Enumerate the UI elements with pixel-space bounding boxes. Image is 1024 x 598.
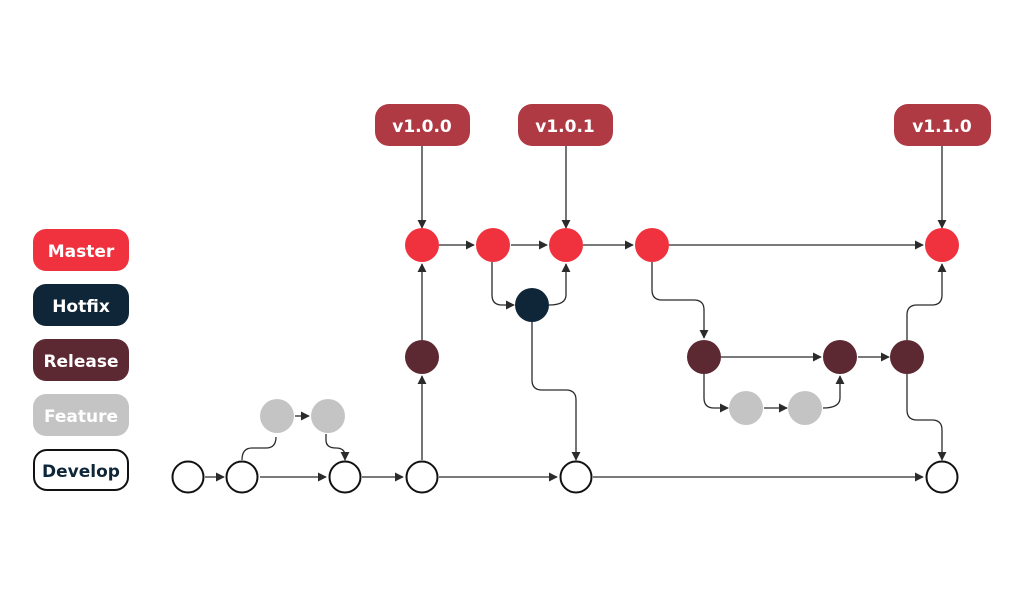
hotfix-commit bbox=[515, 288, 549, 322]
legend-feature-pill bbox=[33, 394, 129, 436]
release-commit bbox=[405, 340, 439, 374]
edge-master-to-hotfix bbox=[491, 262, 515, 310]
tag-v1-0-0-label: v1.0.0 bbox=[392, 117, 452, 137]
release-commit bbox=[823, 340, 857, 374]
legend-feature-label: Feature bbox=[44, 407, 118, 427]
legend-release-pill bbox=[33, 339, 129, 381]
legend-item-feature: Feature bbox=[33, 394, 129, 436]
tag-v1-0-1-pill bbox=[518, 104, 613, 146]
feature-commit bbox=[788, 391, 822, 425]
tag-v1-0-0-pill bbox=[375, 104, 470, 146]
legend-hotfix-label: Hotfix bbox=[52, 297, 110, 317]
master-commit bbox=[925, 228, 959, 262]
legend-item-master: Master bbox=[33, 229, 129, 271]
edge-release-2-to-feature bbox=[703, 374, 729, 413]
develop-commit bbox=[225, 460, 259, 494]
edge-feature-to-release-3 bbox=[822, 375, 845, 409]
edges bbox=[205, 146, 947, 482]
release-commit bbox=[687, 340, 721, 374]
edge-hotfix-to-develop bbox=[531, 322, 581, 461]
tag-v1-0-1-label: v1.0.1 bbox=[535, 117, 594, 137]
develop-commit bbox=[925, 460, 959, 494]
master-commit bbox=[476, 228, 510, 262]
master-commit bbox=[635, 228, 669, 262]
edge-feature-to-develop bbox=[325, 434, 350, 461]
legend: Master Hotfix Release Feature Develop bbox=[33, 229, 129, 491]
develop-commit bbox=[171, 460, 205, 494]
edge-release-4-to-master bbox=[906, 263, 947, 340]
develop-commit bbox=[559, 460, 593, 494]
legend-item-develop: Develop bbox=[33, 449, 129, 491]
feature-commit bbox=[260, 399, 294, 433]
nodes bbox=[171, 228, 959, 494]
legend-item-release: Release bbox=[33, 339, 129, 381]
legend-master-label: Master bbox=[48, 242, 115, 262]
master-commit bbox=[405, 228, 439, 262]
legend-item-hotfix: Hotfix bbox=[33, 284, 129, 326]
feature-commit bbox=[729, 391, 763, 425]
edge-develop-to-feature bbox=[241, 436, 277, 461]
tag-v1-1-0: v1.1.0 bbox=[894, 104, 991, 146]
legend-release-label: Release bbox=[43, 352, 118, 372]
edge-hotfix-to-master bbox=[548, 263, 571, 306]
develop-commit bbox=[328, 460, 362, 494]
feature-commit bbox=[311, 399, 345, 433]
master-commit bbox=[549, 228, 583, 262]
tag-v1-0-0: v1.0.0 bbox=[375, 104, 470, 146]
legend-develop-label: Develop bbox=[42, 462, 120, 482]
edge-release-4-to-develop bbox=[906, 374, 947, 461]
tag-v1-1-0-label: v1.1.0 bbox=[912, 117, 972, 137]
version-tags: v1.0.0 v1.0.1 v1.1.0 bbox=[375, 104, 991, 146]
legend-develop-pill bbox=[33, 449, 129, 491]
legend-master-pill bbox=[33, 229, 129, 271]
release-commit bbox=[890, 340, 924, 374]
tag-v1-1-0-pill bbox=[894, 104, 991, 146]
legend-hotfix-pill bbox=[33, 284, 129, 326]
tag-v1-0-1: v1.0.1 bbox=[518, 104, 613, 146]
edge-master-to-release-2 bbox=[651, 262, 709, 339]
develop-commit bbox=[405, 460, 439, 494]
